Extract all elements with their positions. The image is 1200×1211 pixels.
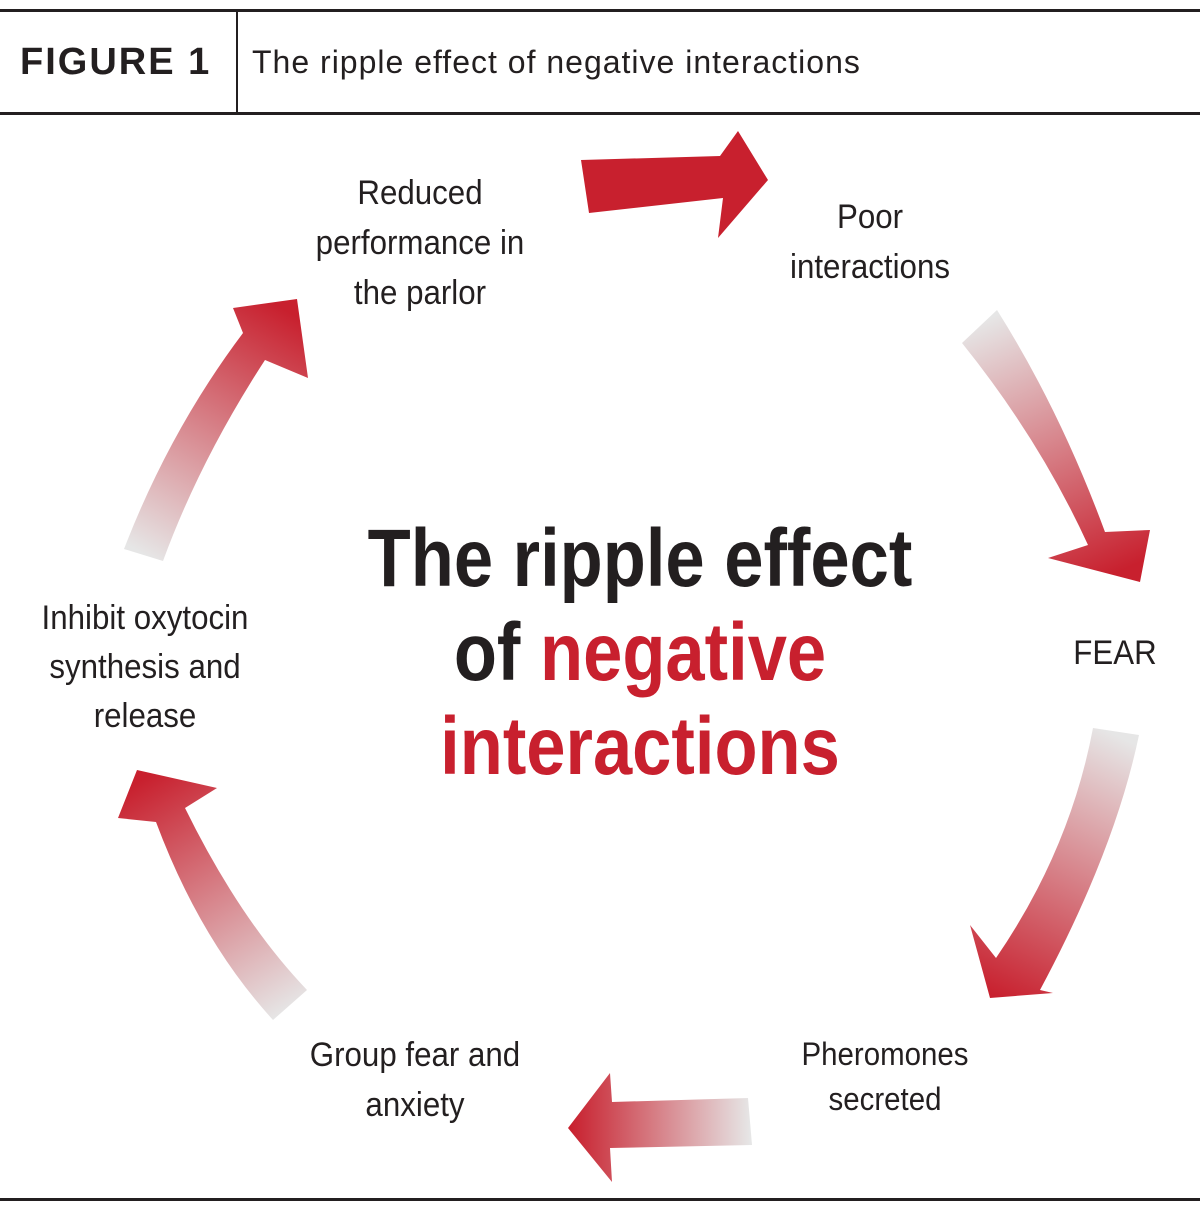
center-title-negative: negative xyxy=(540,607,827,698)
header-rule xyxy=(0,112,1200,115)
figure-label: FIGURE 1 xyxy=(20,41,212,83)
bottom-rule xyxy=(0,1198,1200,1201)
top-rule xyxy=(0,9,1200,12)
center-title-line1: The ripple effect xyxy=(367,513,913,604)
header-divider xyxy=(236,12,238,112)
node-fear: FEAR xyxy=(1073,634,1157,672)
node-pheromones-secreted: Pheromones secreted xyxy=(801,1036,969,1117)
arrow-to-pheromones xyxy=(970,728,1139,998)
arrow-to-fear xyxy=(962,310,1150,582)
center-title-line3: interactions xyxy=(440,701,840,792)
center-title-line2: of negative xyxy=(356,606,924,700)
node-reduced-performance: Reduced performance in the parlor xyxy=(315,174,525,312)
figure-caption: The ripple effect of negative interactio… xyxy=(252,44,861,80)
node-group-fear: Group fear and anxiety xyxy=(309,1036,521,1124)
center-title: The ripple effect of negative interactio… xyxy=(356,512,924,794)
center-title-of: of xyxy=(453,607,521,698)
node-poor-interactions: Poor interactions xyxy=(790,198,950,286)
arrow-to-poor-interactions xyxy=(581,131,768,238)
figure-header: FIGURE 1 The ripple effect of negative i… xyxy=(0,12,1200,112)
arrow-to-reduced-performance xyxy=(124,299,308,561)
arrow-to-inhibit-oxytocin xyxy=(118,770,307,1020)
node-inhibit-oxytocin: Inhibit oxytocin synthesis and release xyxy=(41,599,249,735)
arrow-to-group-fear xyxy=(568,1073,752,1182)
